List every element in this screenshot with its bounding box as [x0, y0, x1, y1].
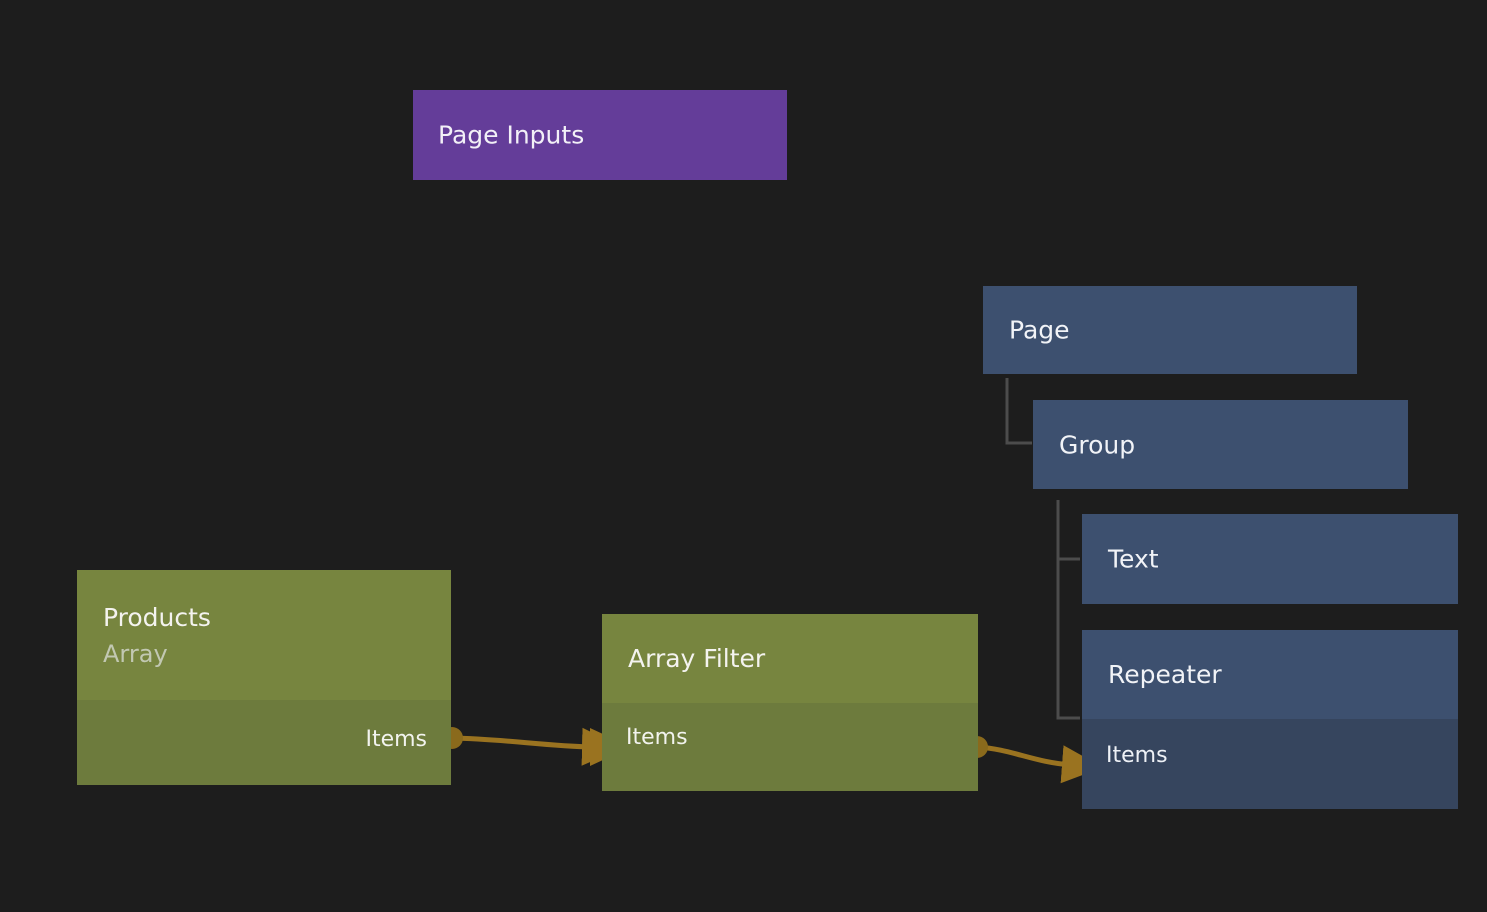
node-repeater-title: Repeater [1108, 660, 1222, 689]
edge-products-to-array-filter [441, 727, 623, 766]
edge-array-filter-to-repeater [966, 736, 1103, 784]
node-page[interactable]: Page [983, 286, 1357, 374]
node-array-filter-title: Array Filter [628, 644, 766, 673]
port-array-filter-input-items[interactable]: Items [626, 725, 688, 750]
node-products-title: Products [103, 603, 211, 632]
node-products-header: Products Array [77, 570, 451, 700]
node-array-filter-header: Array Filter [602, 614, 978, 703]
node-group[interactable]: Group [1033, 400, 1408, 489]
port-repeater-input-items[interactable]: Items [1106, 743, 1168, 768]
node-repeater-header: Repeater [1082, 630, 1458, 719]
node-products-body: Items [77, 700, 451, 785]
node-text-title: Text [1108, 544, 1159, 574]
node-products[interactable]: Products Array Items [77, 570, 451, 785]
node-group-title: Group [1059, 430, 1136, 459]
port-products-output-items[interactable]: Items [365, 727, 427, 752]
node-products-subtitle: Array [103, 640, 168, 668]
node-page-title: Page [1009, 315, 1070, 345]
tree-connector-page-group [1005, 378, 1032, 445]
node-repeater[interactable]: Repeater Items [1082, 630, 1458, 809]
node-array-filter[interactable]: Array Filter Items [602, 614, 978, 791]
node-page-inputs-title: Page Inputs [438, 120, 585, 150]
node-array-filter-body: Items [602, 703, 978, 791]
node-page-inputs[interactable]: Page Inputs [413, 90, 787, 180]
node-text[interactable]: Text [1082, 514, 1458, 604]
tree-connector-group-repeater [1056, 500, 1080, 720]
node-repeater-body: Items [1082, 719, 1458, 809]
